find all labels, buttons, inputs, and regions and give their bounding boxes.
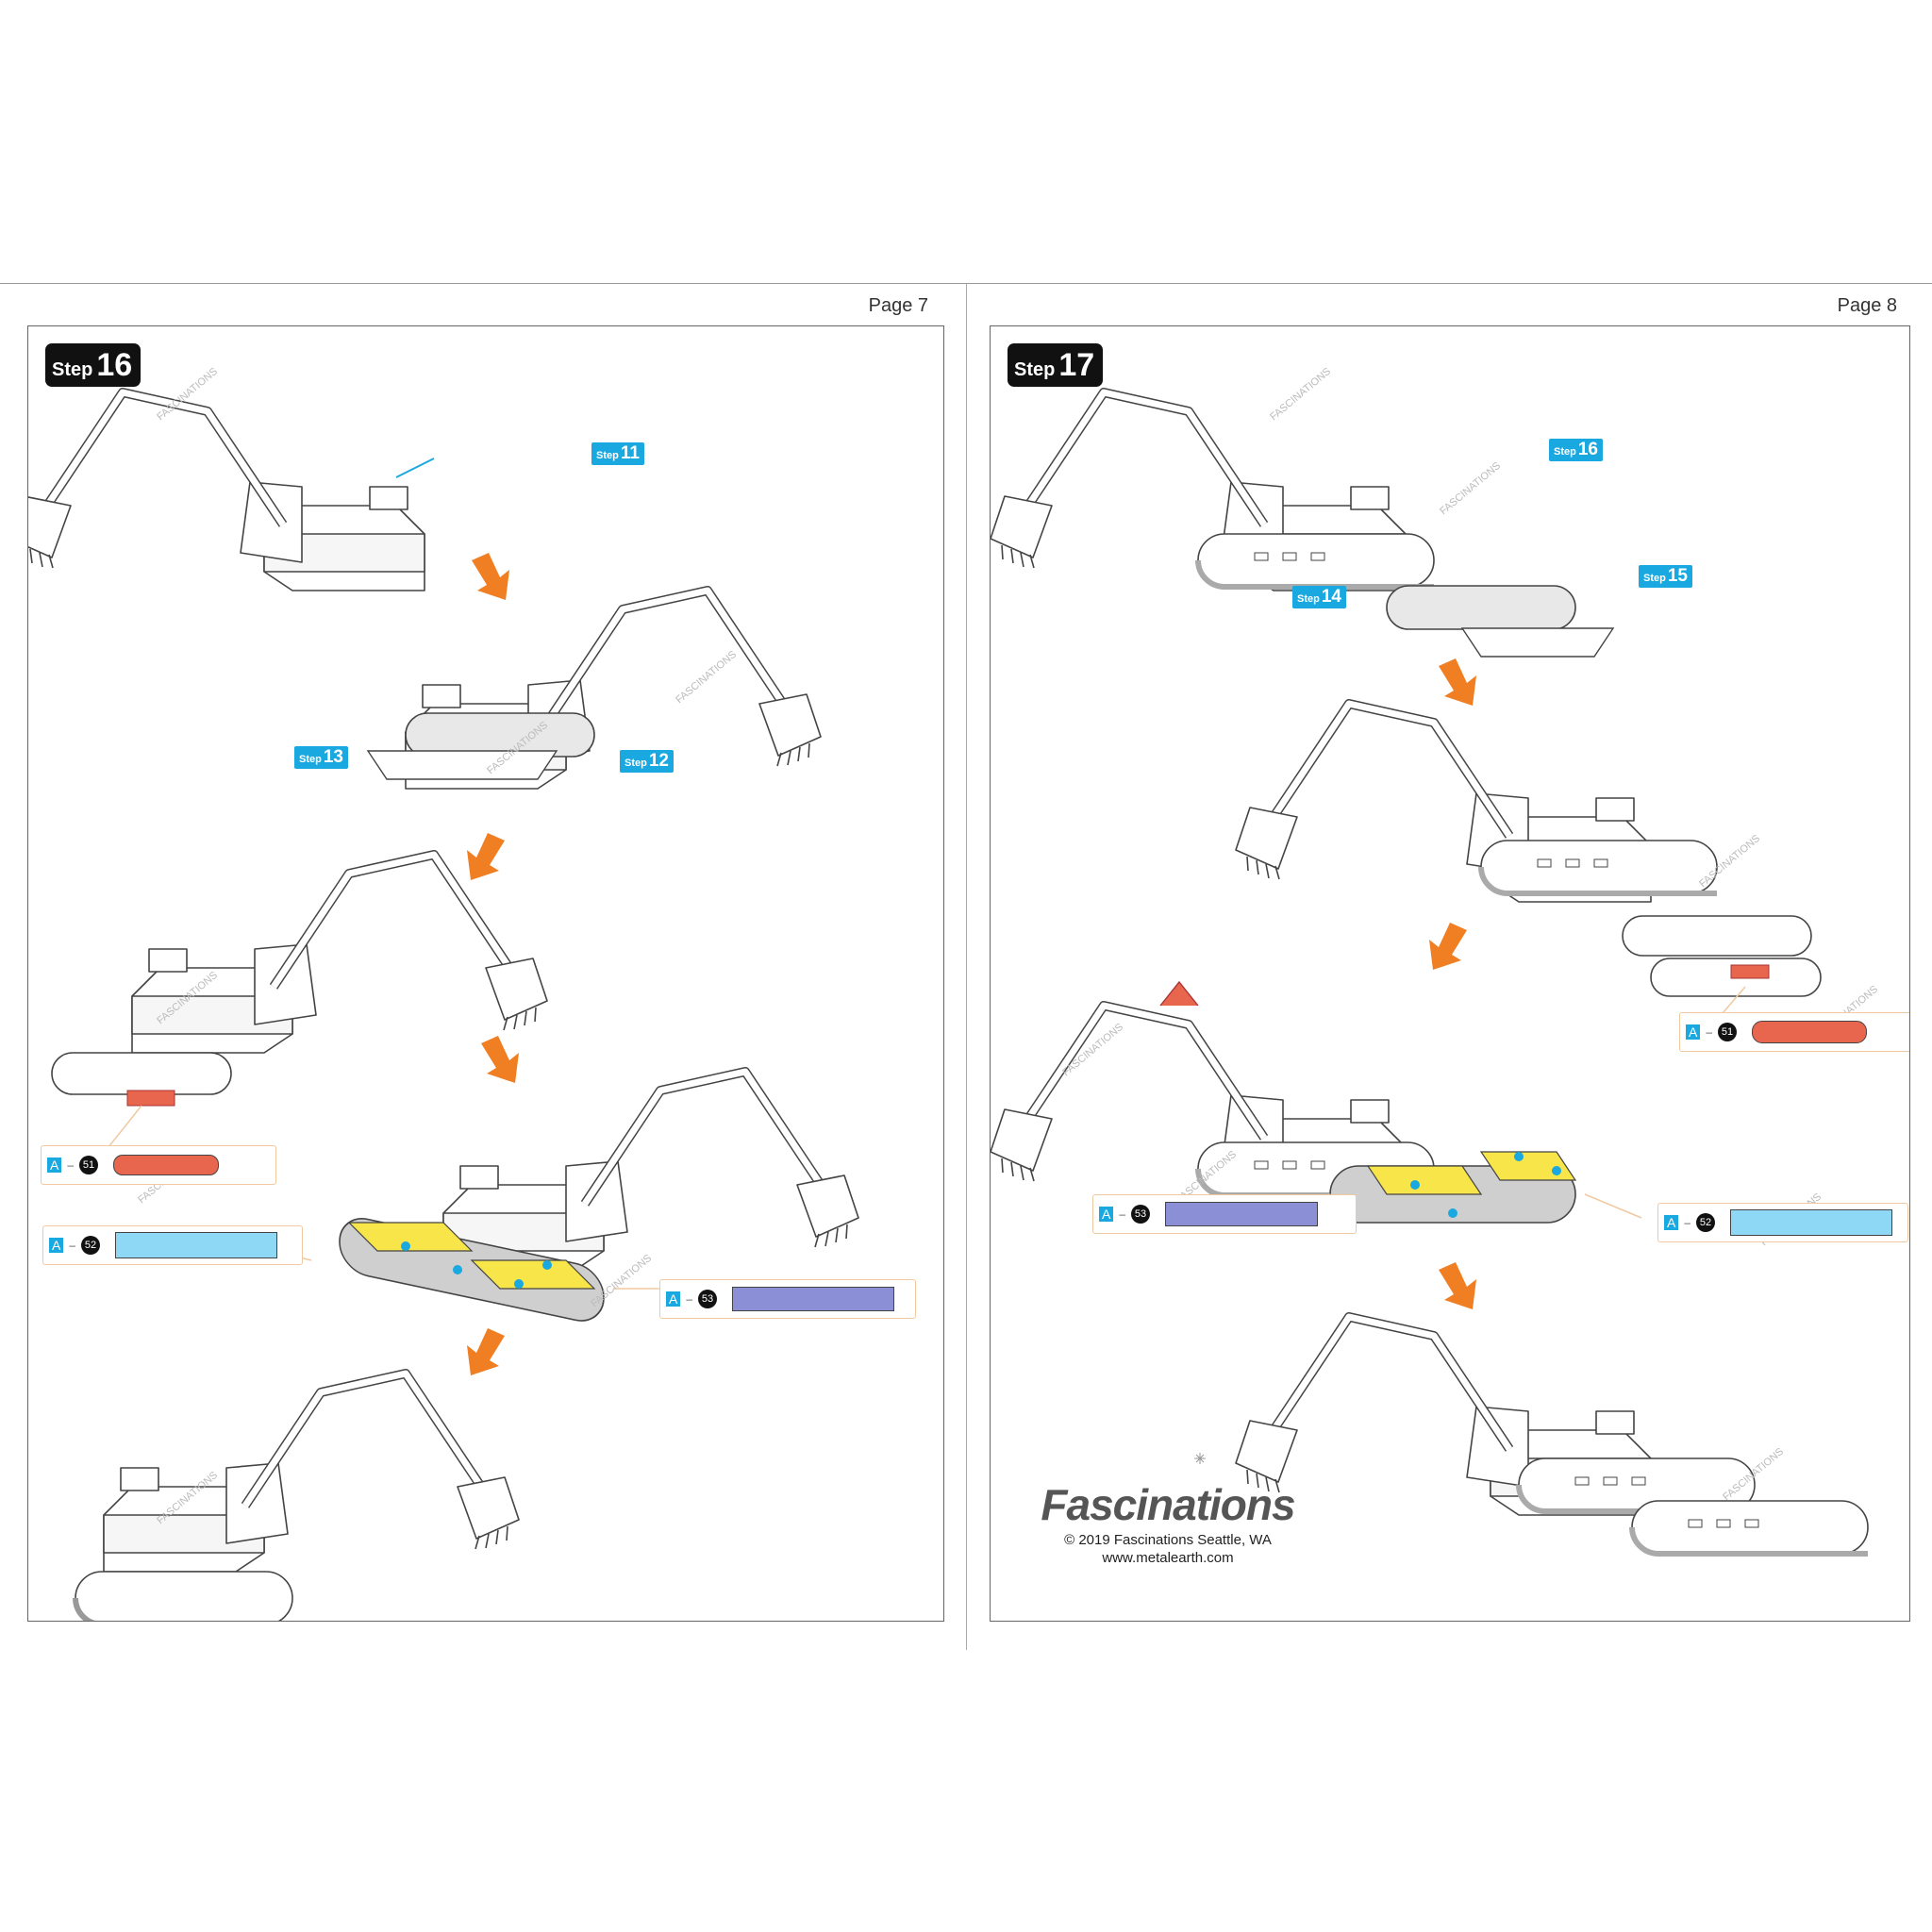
part-51-shape	[113, 1155, 220, 1175]
assembly-diagram: FASCINATIONS FASCINATIONS FASCINATIONS F…	[991, 366, 1880, 1621]
track-assembly-2	[51, 1052, 232, 1148]
step-word: Step	[52, 359, 93, 380]
fascinations-logo: Fascinations	[1041, 1480, 1295, 1529]
snowflake-icon	[1194, 1453, 1206, 1464]
part-53-shape	[1165, 1202, 1319, 1226]
callout-step-15-label: Step 15	[1639, 565, 1692, 588]
website-text: www.metalearth.com	[1102, 1550, 1234, 1566]
yellow-panels	[1273, 1151, 1642, 1224]
part-number: 52	[81, 1236, 101, 1255]
part-53-box: A – 53	[1092, 1194, 1357, 1234]
sheet-letter: A	[49, 1238, 64, 1253]
left-track-middle	[1481, 841, 1717, 893]
callout-step-12-label: Step 12	[620, 750, 674, 773]
right-track-final	[1632, 1501, 1868, 1554]
step-number: 16	[96, 347, 133, 383]
assembly-diagram: FASCINATIONS FASCINATIONS FASCINATIONS F…	[28, 366, 943, 1621]
arrow	[1429, 923, 1467, 970]
step-badge: Step 17	[1008, 343, 1104, 387]
callout-step-16-label: Step 16	[1549, 439, 1603, 461]
page-8: Page 8 Step 17	[966, 283, 1932, 1650]
copyright-text: © 2019 Fascinations Seattle, WA	[1064, 1532, 1272, 1548]
part-51-box: A – 51	[1679, 1012, 1909, 1052]
page-number: Page 7	[868, 295, 928, 316]
svg-text:FASCINATIONS: FASCINATIONS	[674, 649, 739, 707]
svg-text:FASCINATIONS: FASCINATIONS	[1268, 366, 1333, 424]
arrow	[467, 833, 505, 880]
step-16-panel: Step 16	[27, 325, 944, 1622]
brand-block: Fascinations © 2019 Fascinations Seattle…	[1036, 1479, 1300, 1566]
track-panels	[254, 1218, 660, 1322]
part-51-shape	[1752, 1021, 1868, 1043]
page-7: Page 7 Step 16	[0, 283, 967, 1650]
track-assembly-1	[366, 712, 595, 780]
sheet-letter: A	[1099, 1207, 1114, 1222]
part-number: 53	[698, 1290, 718, 1308]
part-number: 52	[1696, 1213, 1716, 1232]
svg-text:FASCINATIONS: FASCINATIONS	[1438, 460, 1503, 518]
excavator-with-track	[132, 855, 547, 1053]
step-number: 17	[1058, 347, 1095, 383]
excavator-final	[73, 1374, 519, 1621]
callout-step-11-label: Step 11	[591, 442, 644, 465]
left-track	[1198, 534, 1434, 587]
arrow	[467, 1328, 505, 1375]
excavator-lower	[991, 980, 1406, 1204]
arrow	[472, 553, 509, 600]
part-number: 53	[1131, 1205, 1151, 1224]
callout-step-13-label: Step 13	[294, 746, 348, 769]
part-52-shape	[1730, 1209, 1893, 1236]
sheet-letter: A	[1686, 1024, 1701, 1040]
excavator-with-tracks	[443, 1072, 858, 1270]
watermark-marks: FASCINATIONS FASCINATIONS FASCINATIONS F…	[136, 366, 739, 1527]
part-53-box: A – 53	[659, 1279, 916, 1319]
arrow	[1439, 1262, 1476, 1309]
page-number: Page 8	[1837, 295, 1897, 316]
step-17-panel: Step 17	[990, 325, 1910, 1622]
callout-step-11	[395, 458, 435, 478]
part-53-shape	[732, 1287, 895, 1311]
right-track-middle	[1622, 915, 1822, 1021]
part-number: 51	[1718, 1023, 1738, 1041]
right-track-arriving	[1386, 585, 1615, 658]
sheet-letter: A	[1664, 1215, 1679, 1230]
step-badge: Step 16	[45, 343, 142, 387]
part-52-box: A – 52	[42, 1225, 303, 1265]
arrow	[481, 1036, 519, 1083]
part-52-shape	[115, 1232, 278, 1258]
sheet-letter: A	[47, 1158, 62, 1173]
callout-step-14-label: Step 14	[1292, 586, 1346, 608]
sheet-letter: A	[666, 1291, 681, 1307]
step-word: Step	[1014, 359, 1056, 380]
arrow	[1439, 658, 1476, 706]
part-52-box: A – 52	[1657, 1203, 1908, 1242]
part-number: 51	[79, 1156, 99, 1174]
part-51-box: A – 51	[41, 1145, 276, 1185]
excavator-top	[28, 392, 425, 591]
